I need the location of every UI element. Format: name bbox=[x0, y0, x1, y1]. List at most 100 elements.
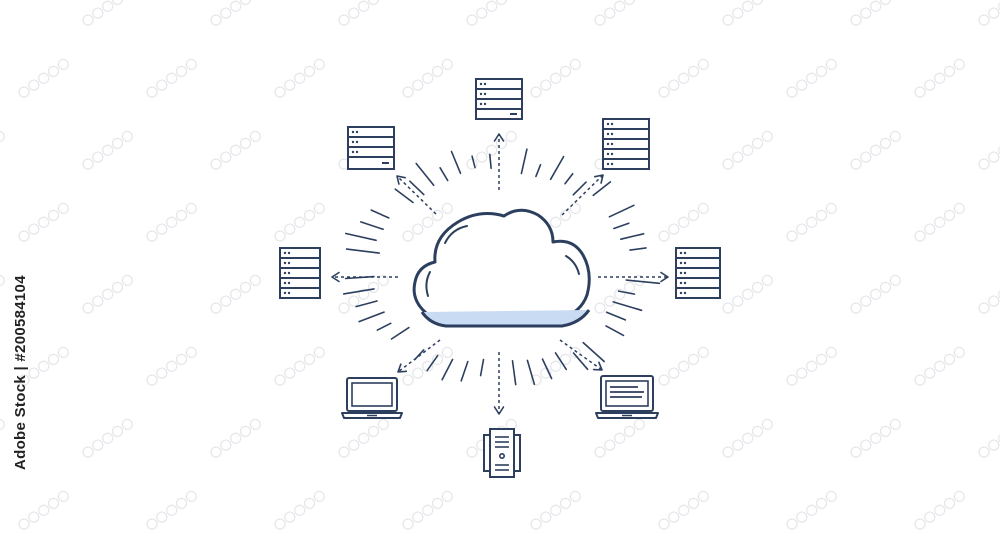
sunburst-ray bbox=[344, 232, 377, 242]
sunburst-ray bbox=[582, 341, 606, 363]
sunburst-ray bbox=[390, 326, 410, 340]
watermark-mark bbox=[18, 346, 69, 386]
watermark-mark bbox=[722, 130, 773, 170]
sunburst-ray bbox=[617, 290, 636, 295]
sunburst-ray bbox=[355, 300, 378, 308]
watermark-mark bbox=[594, 0, 636, 26]
sunburst-ray bbox=[625, 279, 661, 285]
watermark-mark bbox=[466, 130, 517, 170]
sunburst-ray bbox=[572, 352, 589, 371]
watermark-mark bbox=[722, 418, 773, 458]
server-upper-left-icon bbox=[347, 126, 395, 170]
server-upper-right-icon bbox=[602, 118, 650, 170]
watermark-mark bbox=[658, 346, 709, 386]
watermark-mark bbox=[146, 490, 197, 530]
sunburst-ray bbox=[358, 311, 385, 323]
sunburst-ray bbox=[564, 172, 574, 185]
connection-arrow bbox=[561, 174, 604, 216]
sunburst-ray bbox=[526, 359, 536, 386]
connection-arrow bbox=[397, 339, 441, 373]
sunburst-ray bbox=[612, 301, 643, 312]
server-top-icon bbox=[475, 78, 523, 120]
watermark-mark bbox=[82, 0, 124, 26]
watermark-mark bbox=[0, 274, 5, 287]
watermark-mark bbox=[850, 274, 901, 314]
watermark-mark bbox=[82, 418, 133, 458]
sunburst-ray bbox=[511, 359, 517, 386]
watermark-mark bbox=[274, 58, 325, 98]
sunburst-ray bbox=[345, 248, 381, 254]
watermark-mark bbox=[274, 202, 325, 242]
watermark-mark bbox=[0, 418, 5, 431]
watermark-mark bbox=[786, 490, 837, 530]
sunburst-ray bbox=[414, 349, 425, 361]
connection-arrow bbox=[493, 352, 505, 415]
watermark-mark bbox=[274, 346, 325, 386]
sunburst-ray bbox=[554, 352, 568, 371]
watermark-mark bbox=[914, 346, 965, 386]
sunburst-ray bbox=[439, 167, 449, 182]
watermark-mark bbox=[850, 418, 901, 458]
sunburst-ray bbox=[605, 311, 627, 321]
watermark-mark bbox=[530, 58, 581, 98]
connection-arrow bbox=[396, 175, 437, 215]
watermark-mark bbox=[402, 346, 453, 386]
sunburst-ray bbox=[376, 322, 392, 331]
watermark-mark bbox=[274, 490, 325, 530]
watermark-mark bbox=[338, 0, 380, 26]
watermark-mark bbox=[530, 346, 581, 386]
sunburst-ray bbox=[608, 204, 635, 218]
cloud-sunburst-rays bbox=[342, 148, 661, 386]
watermark-mark bbox=[210, 130, 261, 170]
sunburst-ray bbox=[592, 181, 612, 197]
watermark-mark bbox=[18, 58, 69, 98]
sunburst-ray bbox=[394, 188, 414, 204]
watermark-mark bbox=[786, 58, 837, 98]
watermark-mark bbox=[658, 490, 709, 530]
watermark-mark bbox=[402, 58, 453, 98]
watermark-mark bbox=[914, 58, 965, 98]
watermark-mark bbox=[594, 418, 645, 458]
watermark-mark bbox=[402, 202, 453, 242]
watermark-mark bbox=[978, 288, 1000, 314]
sunburst-ray bbox=[471, 155, 476, 169]
sunburst-ray bbox=[342, 288, 375, 295]
watermark-mark bbox=[850, 130, 901, 170]
sunburst-ray bbox=[535, 164, 542, 178]
watermark-mark bbox=[978, 0, 1000, 26]
sunburst-ray bbox=[605, 325, 625, 337]
sunburst-ray bbox=[629, 247, 647, 251]
sunburst-ray bbox=[415, 162, 435, 186]
sunburst-ray bbox=[479, 358, 485, 377]
watermark-mark bbox=[0, 0, 6, 27]
watermark-mark bbox=[402, 490, 453, 530]
connection-arrow bbox=[598, 271, 669, 283]
watermark-mark bbox=[722, 274, 773, 314]
watermark-mark bbox=[338, 418, 389, 458]
watermark-mark bbox=[786, 202, 837, 242]
document-bottom-icon bbox=[483, 428, 521, 478]
connection-arrows bbox=[331, 133, 669, 415]
sunburst-ray bbox=[488, 153, 492, 170]
watermark-mark bbox=[210, 418, 261, 458]
watermark-mark bbox=[210, 274, 261, 314]
watermark-mark bbox=[978, 144, 1000, 170]
watermark-mark bbox=[18, 490, 69, 530]
watermark-mark bbox=[0, 130, 5, 143]
sunburst-ray bbox=[460, 360, 469, 382]
watermark-mark bbox=[530, 490, 581, 530]
cloud-icon bbox=[412, 208, 591, 328]
watermark-mark bbox=[18, 202, 69, 242]
watermark-mark bbox=[914, 202, 965, 242]
watermark-mark bbox=[722, 0, 764, 26]
watermark-mark bbox=[146, 202, 197, 242]
sunburst-ray bbox=[541, 358, 553, 380]
watermark-mark bbox=[82, 130, 133, 170]
watermark-mark bbox=[978, 432, 1000, 458]
sunburst-ray bbox=[441, 358, 454, 381]
laptop-lower-right-icon bbox=[595, 375, 659, 419]
watermark-mark bbox=[914, 490, 965, 530]
connection-arrow bbox=[559, 339, 603, 371]
sunburst-ray bbox=[370, 209, 390, 219]
